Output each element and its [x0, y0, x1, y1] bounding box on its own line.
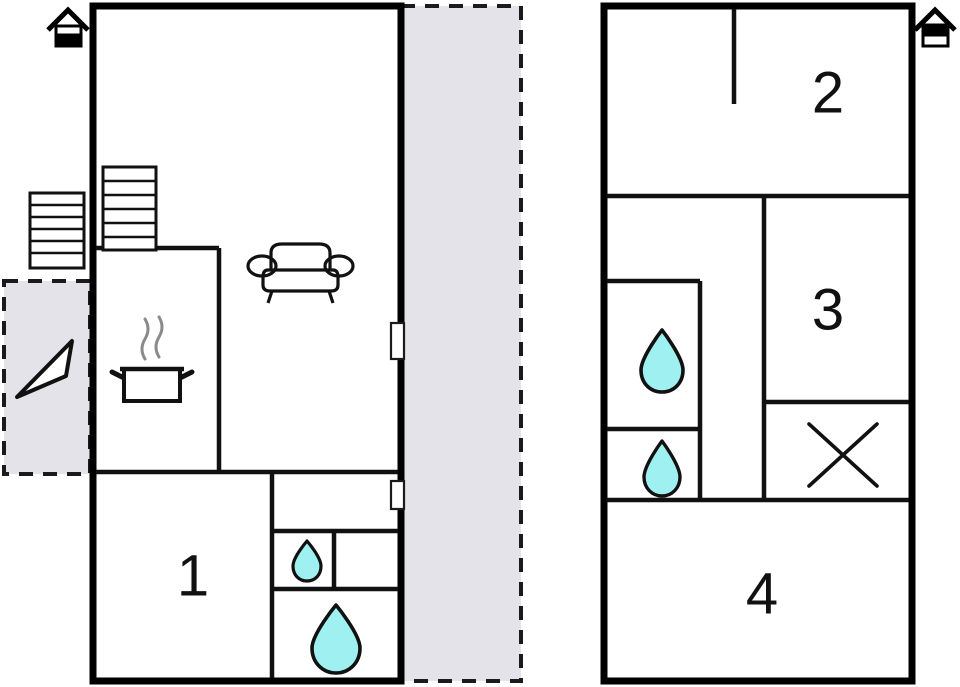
arrow-icon: [15, 339, 74, 399]
water-drop-icon-large-right: [639, 328, 685, 394]
left-building-outline: [89, 2, 405, 685]
left-building-interior-walls: [96, 245, 398, 678]
house-entrance-icon-right: [913, 6, 957, 48]
water-drop-icons: [291, 328, 685, 675]
left-building: [89, 2, 405, 685]
room-number-4: 4: [746, 562, 778, 627]
cooking-pot-icon: [109, 315, 195, 403]
stairs-inner-left-icon: [101, 165, 158, 252]
room-number-labels: 1 2 3 4: [177, 61, 844, 627]
terrace-area-main: [399, 4, 523, 683]
water-drop-icon-small-left: [291, 539, 323, 583]
water-drop-icon-small-right: [642, 439, 682, 498]
door-opening-upper: [389, 321, 406, 361]
sofa-icon: [246, 242, 355, 304]
room-number-2: 2: [812, 61, 844, 126]
house-entrance-icon-left: [46, 6, 90, 48]
room-number-1: 1: [177, 544, 209, 609]
water-drop-icon-large-left: [310, 603, 362, 675]
door-openings: [389, 321, 406, 511]
door-opening-lower: [389, 479, 406, 511]
right-building-interior-walls: [607, 9, 909, 503]
cross-icon: [807, 422, 879, 488]
stairs-outer-left-icon: [28, 191, 86, 270]
room-number-3: 3: [812, 278, 844, 343]
